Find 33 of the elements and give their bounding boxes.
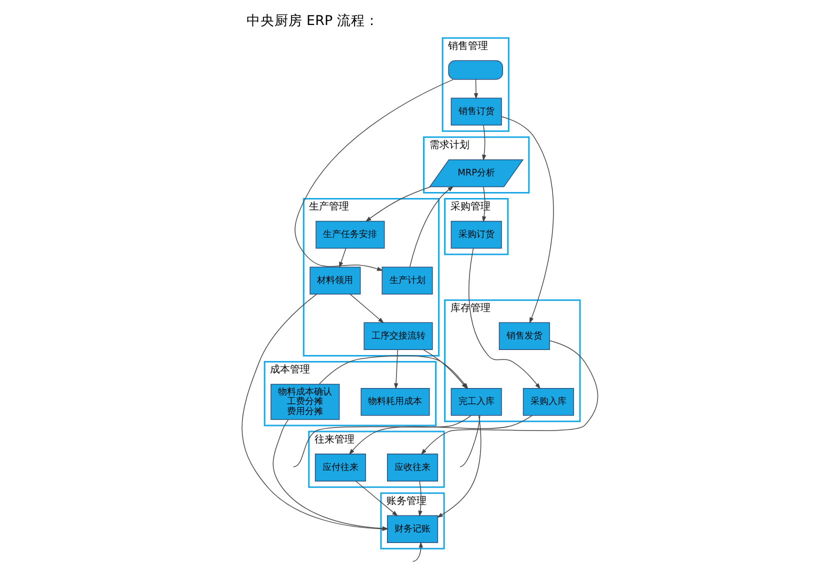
arrow [420,340,598,455]
connector [292,415,471,468]
node-box: 工序交接流转 [363,322,432,350]
node-box: 生产计划 [381,266,432,294]
connector [459,415,480,468]
node-box: 完工入库 [450,388,502,416]
arrow [348,415,532,455]
arrow [355,481,398,516]
node-box: 销售发货 [498,322,550,350]
arrow [468,248,540,390]
node-box: 物料耗用成本 [360,388,430,416]
arrow [364,186,431,222]
arrow [412,542,423,562]
node-box: 应付往来 [314,454,366,482]
arrow [482,125,486,161]
node-box: 生产任务安排 [315,220,384,249]
arrow [294,79,454,271]
arrow [473,79,478,100]
arrow [393,350,398,390]
arrow [436,415,481,518]
arrow [500,116,554,324]
node-box: 采购入库 [522,388,574,416]
arrow [349,294,384,324]
node-box: 物料成本确认 工费分摊 费用分摊 [270,384,340,420]
node-box: 财务记账 [386,515,438,544]
node-oval [448,60,502,80]
node-box: 采购订货 [450,220,502,249]
arrow [409,186,454,268]
arrow [338,248,346,268]
node-box: 销售订货 [450,98,502,126]
node-box: 材料领用 [309,266,360,294]
node-box: 应收往来 [386,454,438,482]
diagram-title: 中央厨房 ERP 流程： [246,12,378,29]
